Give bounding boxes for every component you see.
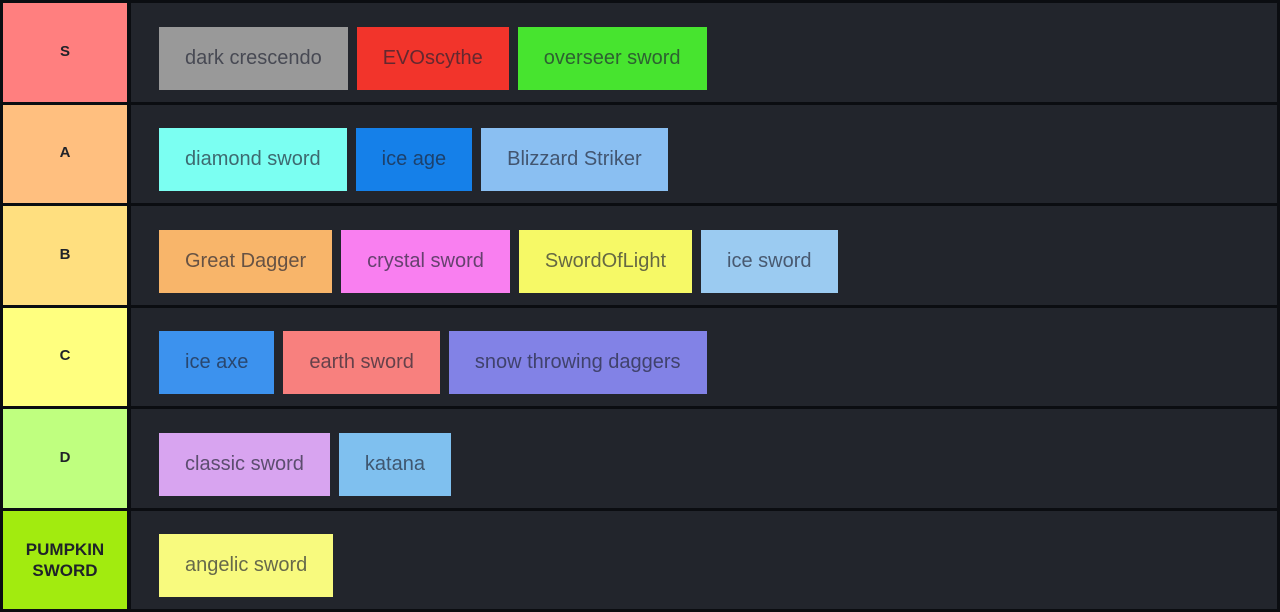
tier-item-label: SwordOfLight bbox=[544, 249, 667, 272]
tier-row: B Great Dagger crystal sword SwordOfLigh… bbox=[3, 206, 1277, 305]
tier-content-dropzone[interactable]: dark crescendo EVOscythe overseer sword bbox=[131, 3, 1277, 102]
tier-label: B bbox=[3, 206, 127, 305]
tier-label: C bbox=[3, 307, 127, 406]
tier-item-label: crystal sword bbox=[367, 249, 484, 272]
tier-item[interactable]: overseer sword bbox=[517, 26, 707, 90]
tier-label: D bbox=[3, 409, 127, 508]
tier-item-label: overseer sword bbox=[543, 46, 681, 69]
tier-item[interactable]: earth sword bbox=[283, 331, 440, 395]
tier-item-label: ice sword bbox=[727, 249, 812, 272]
tier-item-label: Blizzard Striker bbox=[507, 148, 642, 171]
tier-label: PUMPKIN SWORD bbox=[3, 510, 127, 609]
tier-item-label: dark crescendo bbox=[185, 46, 322, 69]
tier-item-label: classic sword bbox=[185, 452, 304, 475]
tier-item-label: katana bbox=[364, 452, 425, 475]
tier-row: PUMPKIN SWORD angelic sword bbox=[3, 510, 1277, 609]
tier-item[interactable]: classic sword bbox=[159, 432, 330, 496]
tier-item[interactable]: ice sword bbox=[701, 229, 838, 293]
tier-label: A bbox=[3, 104, 127, 203]
tier-item-label: earth sword bbox=[309, 351, 414, 374]
tier-content-dropzone[interactable]: classic sword katana bbox=[131, 409, 1277, 508]
tier-label: S bbox=[3, 3, 127, 102]
tier-item[interactable]: diamond sword bbox=[159, 128, 347, 192]
tier-content-dropzone[interactable]: angelic sword bbox=[131, 510, 1277, 609]
tier-label-text: A bbox=[59, 144, 71, 162]
tier-label-text: S bbox=[59, 42, 70, 60]
tier-item[interactable]: Blizzard Striker bbox=[481, 128, 668, 192]
tier-item[interactable]: EVOscythe bbox=[356, 26, 509, 90]
tier-item[interactable]: snow throwing daggers bbox=[448, 331, 707, 395]
tier-label-text: C bbox=[59, 347, 71, 365]
tier-label-text: PUMPKIN SWORD bbox=[25, 539, 105, 580]
tier-item[interactable]: Great Dagger bbox=[159, 229, 333, 293]
tier-content-dropzone[interactable]: ice axe earth sword snow throwing dagger… bbox=[131, 307, 1277, 406]
tier-item-label: ice age bbox=[381, 148, 447, 171]
tier-item-label: ice axe bbox=[185, 351, 249, 374]
tier-item-label: snow throwing daggers bbox=[474, 351, 681, 374]
tier-row: D classic sword katana bbox=[3, 409, 1277, 508]
tier-content-dropzone[interactable]: Great Dagger crystal sword SwordOfLight … bbox=[131, 206, 1277, 305]
tier-item-label: diamond sword bbox=[185, 148, 321, 171]
tier-item[interactable]: katana bbox=[338, 432, 451, 496]
tier-row: S dark crescendo EVOscythe overseer swor… bbox=[3, 3, 1277, 102]
tier-row: A diamond sword ice age Blizzard Striker bbox=[3, 104, 1277, 203]
tier-item[interactable]: dark crescendo bbox=[159, 26, 348, 90]
tier-item-label: angelic sword bbox=[185, 554, 308, 577]
tier-label-text: B bbox=[59, 245, 71, 263]
tier-item[interactable]: angelic sword bbox=[159, 534, 334, 598]
tier-item-label: EVOscythe bbox=[382, 46, 483, 69]
tier-content-dropzone[interactable]: diamond sword ice age Blizzard Striker bbox=[131, 104, 1277, 203]
tier-item-label: Great Dagger bbox=[185, 249, 307, 272]
tier-row: C ice axe earth sword snow throwing dagg… bbox=[3, 307, 1277, 406]
tier-item[interactable]: SwordOfLight bbox=[518, 229, 693, 293]
tier-label-text: D bbox=[59, 448, 71, 466]
tier-item[interactable]: crystal sword bbox=[341, 229, 510, 293]
tier-item[interactable]: ice age bbox=[355, 128, 473, 192]
tier-item[interactable]: ice axe bbox=[159, 331, 275, 395]
